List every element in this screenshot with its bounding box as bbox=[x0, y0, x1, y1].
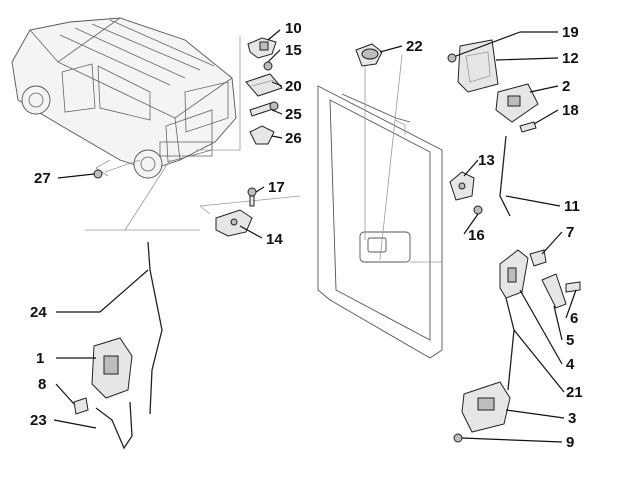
callout-3: 3 bbox=[568, 410, 576, 427]
van-illustration bbox=[11, 17, 237, 179]
part-24-cable bbox=[147, 241, 163, 415]
callout-24: 24 bbox=[30, 304, 47, 321]
section-divider bbox=[85, 159, 200, 231]
part-22-cap bbox=[355, 43, 383, 67]
callout-22: 22 bbox=[406, 38, 423, 55]
callout-6: 6 bbox=[570, 310, 578, 327]
part-4-handle-bracket bbox=[499, 249, 529, 299]
callout-27: 27 bbox=[34, 170, 51, 187]
part-3-lock bbox=[461, 381, 511, 433]
callout-18: 18 bbox=[562, 102, 579, 119]
part-25-bolt bbox=[249, 101, 279, 117]
bracket-top bbox=[196, 36, 241, 151]
callout-15: 15 bbox=[285, 42, 302, 59]
part-17-screw bbox=[247, 187, 257, 207]
part-6-screw bbox=[565, 281, 581, 293]
part-26-bumper bbox=[249, 125, 275, 145]
part-20-pad bbox=[245, 73, 283, 97]
callout-12: 12 bbox=[562, 50, 579, 67]
part-16-screw bbox=[473, 205, 483, 215]
callout-26: 26 bbox=[285, 130, 302, 147]
callout-10: 10 bbox=[285, 20, 302, 37]
part-15-screw bbox=[263, 61, 273, 71]
callout-8: 8 bbox=[38, 376, 46, 393]
callout-14: 14 bbox=[266, 231, 283, 248]
callout-17: 17 bbox=[268, 179, 285, 196]
callout-25: 25 bbox=[285, 106, 302, 123]
callout-4: 4 bbox=[566, 356, 575, 373]
part-10-hinge-plate bbox=[247, 37, 277, 59]
callout-13: 13 bbox=[478, 152, 495, 169]
rear-door bbox=[317, 50, 443, 359]
part-27-screw bbox=[93, 169, 103, 179]
part-23-cable bbox=[95, 401, 133, 450]
part-18-screw bbox=[519, 121, 537, 133]
part-1-lock-assembly bbox=[91, 337, 133, 399]
part-19-screw bbox=[447, 53, 457, 63]
part-5-lever bbox=[541, 273, 567, 309]
part-21-rod bbox=[505, 297, 515, 391]
leader-lines bbox=[53, 29, 577, 443]
callout-21: 21 bbox=[566, 384, 583, 401]
callout-23: 23 bbox=[30, 412, 47, 429]
callout-11: 11 bbox=[564, 198, 580, 215]
part-9-screw bbox=[453, 433, 463, 443]
part-13-bracket bbox=[449, 171, 475, 201]
part-2-latch bbox=[495, 83, 539, 123]
callout-16: 16 bbox=[468, 227, 485, 244]
part-12-cover bbox=[457, 39, 499, 93]
callout-9: 9 bbox=[566, 434, 574, 451]
callout-5: 5 bbox=[566, 332, 574, 349]
callout-1: 1 bbox=[36, 350, 44, 367]
callouts: 10 15 20 25 26 17 14 22 19 12 2 18 13 11… bbox=[30, 20, 583, 451]
part-11-rod bbox=[499, 135, 511, 217]
callout-19: 19 bbox=[562, 24, 579, 41]
callout-20: 20 bbox=[285, 78, 302, 95]
part-14-bracket bbox=[215, 209, 253, 237]
callout-2: 2 bbox=[562, 78, 570, 95]
part-8-plug bbox=[73, 397, 89, 415]
callout-7: 7 bbox=[566, 224, 574, 241]
